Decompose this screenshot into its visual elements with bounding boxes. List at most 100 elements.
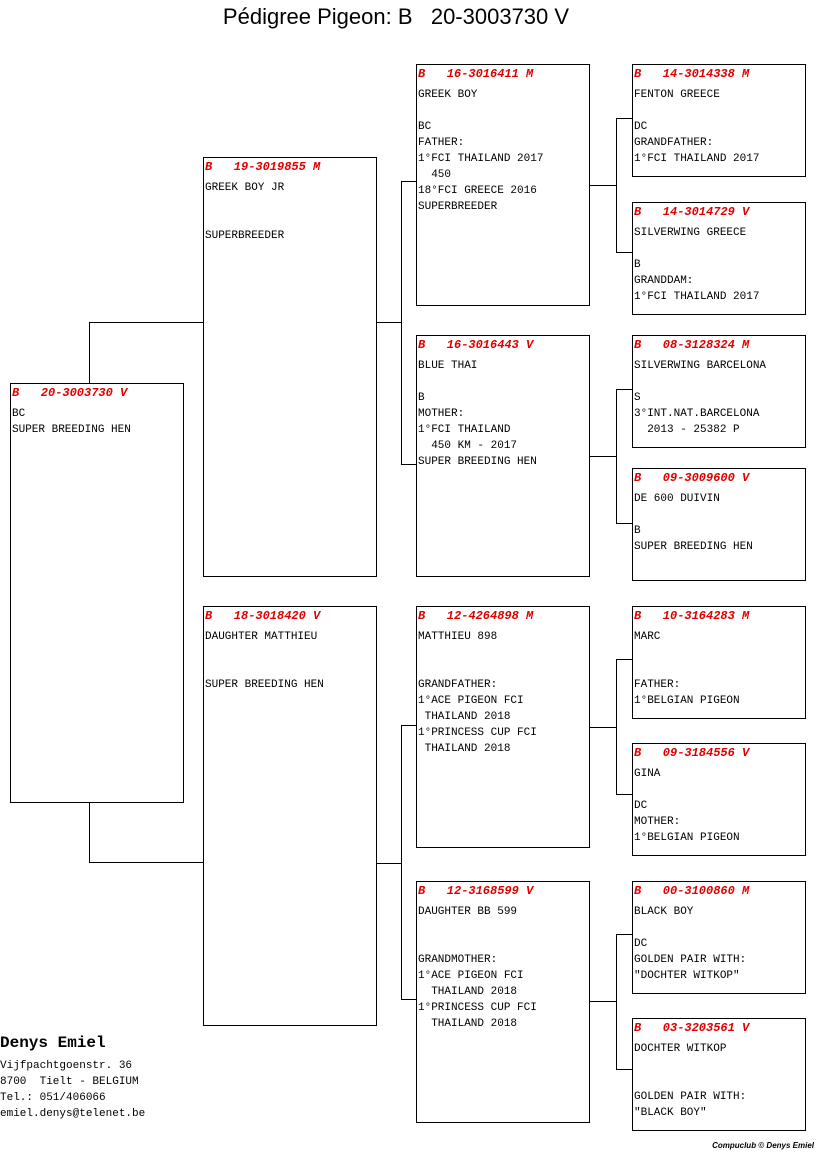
ring-number: B 09-3009600 V bbox=[634, 471, 750, 485]
connector-line bbox=[89, 322, 203, 323]
ring-number: B 16-3016443 V bbox=[418, 338, 534, 352]
connector-line bbox=[377, 322, 402, 323]
pigeon-info-line bbox=[634, 1073, 805, 1089]
connector-line bbox=[401, 181, 416, 182]
connector-line bbox=[89, 322, 90, 383]
pigeon-name: DAUGHTER BB 599 bbox=[418, 906, 518, 918]
pigeon-info-line: GRANDFATHER: bbox=[418, 679, 498, 691]
connector-line bbox=[616, 118, 632, 119]
pigeon-info-line bbox=[205, 645, 376, 661]
pigeon-info-line bbox=[634, 645, 805, 661]
pigeon-info-line bbox=[634, 1057, 805, 1073]
pigeon-info-line bbox=[418, 936, 589, 952]
pigeon-info-line bbox=[418, 920, 589, 936]
pigeon-info-line: SUPER BREEDING HEN bbox=[634, 541, 753, 553]
ring-number: B 03-3203561 V bbox=[634, 1021, 750, 1035]
breeder-city: 8700 Tielt - BELGIUM bbox=[0, 1076, 139, 1088]
pigeon-info-line: FATHER: bbox=[418, 137, 465, 149]
connector-line bbox=[616, 934, 632, 935]
pigeon-info-line: GRANDDAM: bbox=[634, 275, 694, 287]
pigeon-name: MATTHIEU 898 bbox=[418, 631, 498, 643]
breeder-address: Vijfpachtgoenstr. 36 bbox=[0, 1060, 133, 1072]
pigeon-info-line: DC bbox=[634, 800, 648, 812]
pigeon-info-line: THAILAND 2018 bbox=[418, 986, 518, 998]
great-grandparent-card-fmm: B 09-3009600 V DE 600 DUIVIN B SUPER BREEDI… bbox=[632, 468, 806, 581]
ring-number: B 12-4264898 M bbox=[418, 609, 534, 623]
pigeon-name: GREEK BOY bbox=[418, 89, 478, 101]
connector-line bbox=[616, 389, 632, 390]
pigeon-info-line: 2013 - 25382 P bbox=[634, 424, 740, 436]
pigeon-info-line: 450 bbox=[418, 169, 452, 181]
pigeon-info-line: B bbox=[634, 525, 641, 537]
connector-line bbox=[616, 523, 632, 524]
pigeon-info-line bbox=[418, 661, 589, 677]
pigeon-info-line: 1°FCI THAILAND 2017 bbox=[418, 153, 544, 165]
pigeon-info-line: GOLDEN PAIR WITH: bbox=[634, 954, 747, 966]
pigeon-info-line: 1°BELGIAN PIGEON bbox=[634, 695, 740, 707]
pigeon-name: DE 600 DUIVIN bbox=[634, 493, 720, 505]
connector-line bbox=[616, 659, 632, 660]
connector-line bbox=[377, 863, 402, 864]
breeder-email: emiel.denys@telenet.be bbox=[0, 1108, 146, 1120]
pigeon-name: DAUGHTER MATTHIEU bbox=[205, 631, 318, 643]
pigeon-info-line bbox=[634, 241, 805, 257]
pigeon-info-line: 3°INT.NAT.BARCELONA bbox=[634, 408, 760, 420]
ring-number: B 20-3003730 V bbox=[12, 386, 128, 400]
pigeon-info-line: 1°FCI THAILAND 2017 bbox=[634, 153, 760, 165]
pigeon-info-line: SUPER BREEDING HEN bbox=[205, 679, 324, 691]
pigeon-info-line: "DOCHTER WITKOP" bbox=[634, 970, 740, 982]
pigeon-info-line bbox=[418, 103, 589, 119]
pigeon-name: GREEK BOY JR bbox=[205, 182, 285, 194]
connector-line bbox=[89, 862, 203, 863]
breeder-name: Denys Emiel bbox=[0, 1034, 106, 1052]
pigeon-info-line: BC bbox=[418, 121, 432, 133]
connector-line bbox=[401, 999, 416, 1000]
pigeon-info-line bbox=[634, 374, 805, 390]
connector-line bbox=[616, 1069, 632, 1070]
pigeon-info-line: 1°PRINCESS CUP FCI bbox=[418, 1002, 537, 1014]
connector-line bbox=[616, 118, 617, 253]
pigeon-info-line: SUPERBREEDER bbox=[205, 230, 285, 242]
pigeon-info-line: 18°FCI GREECE 2016 bbox=[418, 185, 537, 197]
pigeon-name: BLACK BOY bbox=[634, 906, 694, 918]
pigeon-info-line bbox=[634, 661, 805, 677]
pigeon-info-line: SUPERBREEDER bbox=[418, 201, 498, 213]
pigeon-info-line bbox=[205, 212, 376, 228]
breeder-phone: Tel.: 051/406066 bbox=[0, 1092, 106, 1104]
page-title: Pédigree Pigeon: B 20-3003730 V bbox=[222, 4, 570, 29]
pigeon-info-line: S bbox=[634, 392, 641, 404]
pigeon-name: GINA bbox=[634, 768, 661, 780]
pigeon-name: MARC bbox=[634, 631, 661, 643]
ring-number: B 12-3168599 V bbox=[418, 884, 534, 898]
pigeon-info-line: MOTHER: bbox=[418, 408, 465, 420]
pigeon-info-line: B bbox=[634, 259, 641, 271]
connector-line bbox=[616, 252, 632, 253]
connector-line bbox=[616, 794, 632, 795]
connector-line bbox=[401, 725, 402, 1000]
pigeon-info-line: 1°ACE PIGEON FCI bbox=[418, 970, 524, 982]
pigeon-info-line: THAILAND 2018 bbox=[418, 1018, 518, 1030]
pigeon-info-line: 1°FCI THAILAND 2017 bbox=[634, 291, 760, 303]
connector-line bbox=[616, 659, 617, 795]
ring-number: B 00-3100860 M bbox=[634, 884, 750, 898]
pigeon-info-line: SUPER BREEDING HEN bbox=[418, 456, 537, 468]
connector-line bbox=[401, 725, 416, 726]
pigeon-info-line: DC bbox=[634, 938, 648, 950]
ring-number: B 14-3014729 V bbox=[634, 205, 750, 219]
pigeon-name: DOCHTER WITKOP bbox=[634, 1043, 727, 1055]
connector-line bbox=[590, 456, 617, 457]
pigeon-info-line: 450 KM - 2017 bbox=[418, 440, 518, 452]
ring-number: B 08-3128324 M bbox=[634, 338, 750, 352]
connector-line bbox=[616, 389, 617, 524]
pigeon-info-line: B bbox=[418, 392, 425, 404]
ring-number: B 10-3164283 M bbox=[634, 609, 750, 623]
